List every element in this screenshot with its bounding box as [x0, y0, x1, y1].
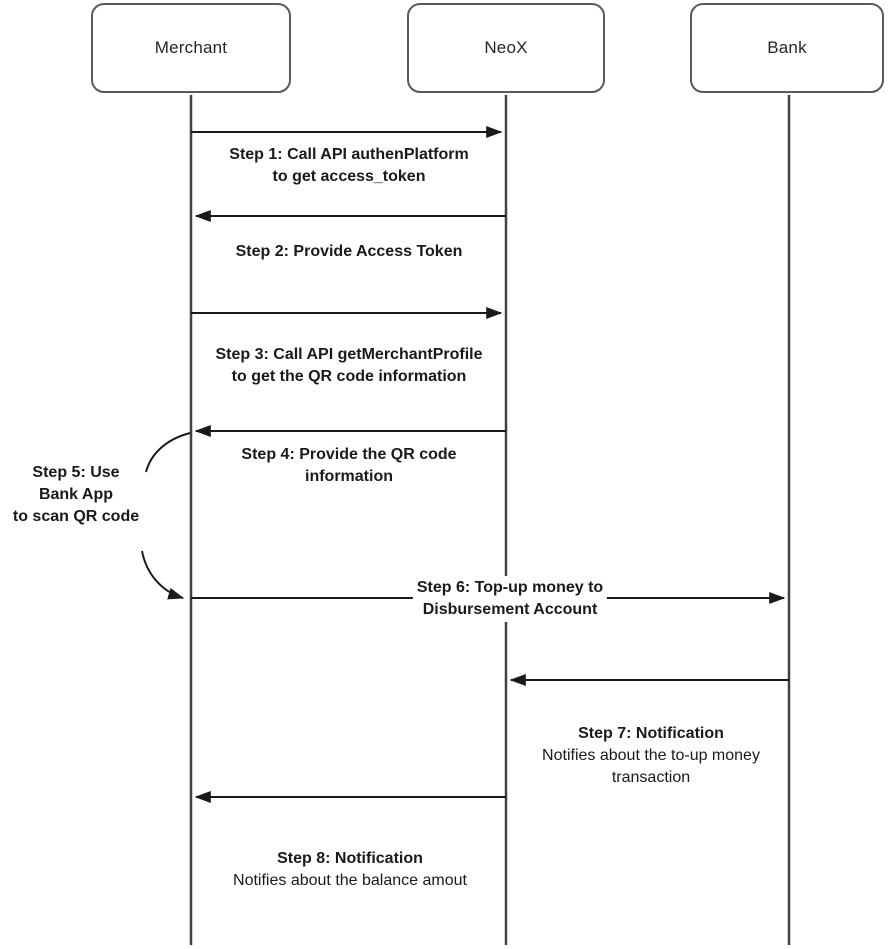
message-step8-label: Step 8: Notification Notifies about the … — [233, 826, 467, 914]
participant-bank-label: Bank — [767, 38, 807, 57]
message-step1-label: Step 1: Call API authenPlatform to get a… — [229, 146, 469, 185]
message-step4-label: Step 4: Provide the QR code information — [241, 446, 457, 485]
message-step7-title: Step 7: Notification — [578, 725, 724, 742]
message-step7-label: Step 7: Notification Notifies about the … — [542, 701, 760, 811]
participant-merchant-label: Merchant — [154, 38, 228, 57]
message-step5-label: Step 5: Use Bank App to scan QR code — [8, 461, 144, 529]
message-step8-desc: Notifies about the balance amout — [233, 872, 467, 889]
participant-neox: NeoX — [407, 3, 605, 93]
message-step6-label: Step 6: Top-up money to Disbursement Acc… — [412, 576, 608, 622]
participant-merchant: Merchant — [91, 3, 291, 93]
arc-step5-self-loop-bottom — [141, 550, 185, 600]
participant-neox-label: NeoX — [484, 38, 528, 57]
arc-step5-self-loop-top — [145, 432, 191, 473]
message-step7-desc: Notifies about the to-up money transacti… — [542, 747, 760, 786]
message-step8-title: Step 8: Notification — [277, 850, 423, 867]
participant-bank: Bank — [690, 3, 884, 93]
message-step2-label: Step 2: Provide Access Token — [235, 243, 463, 260]
message-step3-label: Step 3: Call API getMerchantProfile to g… — [215, 346, 483, 385]
